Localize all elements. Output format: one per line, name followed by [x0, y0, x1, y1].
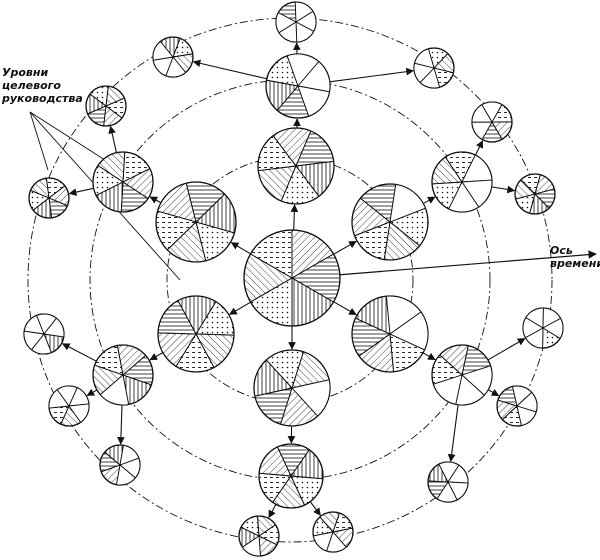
link-arrow	[447, 404, 459, 462]
node-sector	[432, 374, 463, 405]
node-2	[257, 127, 335, 205]
link-arrow	[422, 196, 436, 205]
time-axis-line-2: времени	[550, 257, 600, 270]
node-25	[99, 444, 141, 486]
node-sector	[152, 40, 174, 61]
node-sector	[89, 85, 109, 107]
link-arrow	[487, 388, 500, 397]
node-17	[85, 85, 127, 127]
node-15	[152, 36, 194, 78]
node-sector	[115, 464, 136, 486]
node-3	[155, 181, 237, 263]
link-arrow	[68, 187, 94, 196]
node-9	[92, 151, 154, 213]
node-8	[265, 53, 331, 119]
link-arrow	[230, 242, 251, 255]
node-1	[243, 229, 341, 327]
node-sector	[481, 101, 503, 123]
node-sector	[195, 301, 235, 336]
node-sector	[249, 229, 293, 279]
node-28	[312, 511, 354, 553]
link-arrow	[309, 501, 321, 516]
node-sector	[448, 181, 480, 213]
node-sector	[120, 181, 149, 213]
orbit-ring-middle	[89, 79, 491, 481]
link-arrow	[422, 352, 436, 361]
link-arrow	[117, 404, 125, 445]
node-sector	[534, 174, 555, 195]
node-sector	[291, 379, 331, 417]
node-18	[471, 101, 513, 143]
link-arrow	[149, 352, 164, 361]
link-arrow	[329, 67, 414, 83]
node-sector	[99, 374, 130, 406]
node-12	[431, 344, 493, 406]
node-10	[431, 151, 493, 213]
node-sector	[243, 253, 293, 303]
node-11	[92, 344, 154, 406]
time-axis-arrow	[299, 250, 597, 279]
link-arrow	[149, 196, 162, 204]
node-sector	[516, 405, 537, 427]
node-sector	[43, 317, 65, 338]
node-sector	[291, 229, 335, 279]
link-arrow	[108, 125, 117, 153]
node-sector	[275, 12, 297, 34]
node-sector	[414, 48, 435, 69]
node-sector	[45, 177, 66, 199]
node-sector	[389, 183, 426, 223]
node-sector	[241, 535, 261, 557]
node-27	[238, 515, 280, 557]
management-levels-line-3: руководства	[2, 92, 83, 105]
node-sector	[272, 127, 312, 167]
arrows	[61, 42, 526, 519]
node-16	[413, 47, 455, 89]
management-levels-line-1: Уровни	[2, 66, 49, 79]
node-sector	[542, 317, 564, 340]
node-4	[351, 183, 429, 261]
link-arrow	[333, 240, 357, 255]
node-26	[427, 461, 469, 503]
node-20	[514, 173, 556, 215]
node-sector	[291, 277, 335, 327]
node-sector	[258, 472, 292, 503]
link-arrow	[474, 140, 484, 156]
link-arrow	[192, 59, 267, 80]
link-arrow	[86, 388, 98, 397]
time-axis-line-1: Ось	[550, 244, 573, 257]
nodes	[23, 1, 564, 557]
link-arrow	[290, 204, 299, 231]
node-7	[253, 349, 331, 427]
node-22	[522, 307, 564, 349]
node-13	[258, 443, 324, 509]
link-arrow	[491, 185, 516, 194]
node-21	[23, 313, 65, 355]
node-sector	[249, 277, 293, 327]
node-sector	[312, 531, 334, 552]
management-levels-line-2: целевого	[2, 79, 61, 92]
node-sector	[297, 85, 330, 117]
link-arrow	[61, 343, 97, 362]
node-sector	[436, 481, 458, 503]
node-sector	[291, 253, 341, 303]
node-5	[157, 295, 235, 373]
node-sector	[389, 311, 429, 351]
link-arrow	[333, 301, 357, 316]
node-sector	[185, 181, 226, 223]
time-axis-label: Ось времени	[550, 244, 600, 270]
node-14	[275, 1, 317, 43]
node-6	[351, 295, 429, 373]
management-levels-label: Уровни целевого руководства	[2, 66, 112, 105]
node-24	[496, 385, 538, 427]
link-arrow	[487, 338, 526, 361]
link-arrow	[229, 301, 251, 315]
node-19	[28, 177, 70, 219]
node-sector	[68, 403, 90, 423]
node-23	[48, 385, 90, 427]
link-arrow	[268, 503, 277, 519]
